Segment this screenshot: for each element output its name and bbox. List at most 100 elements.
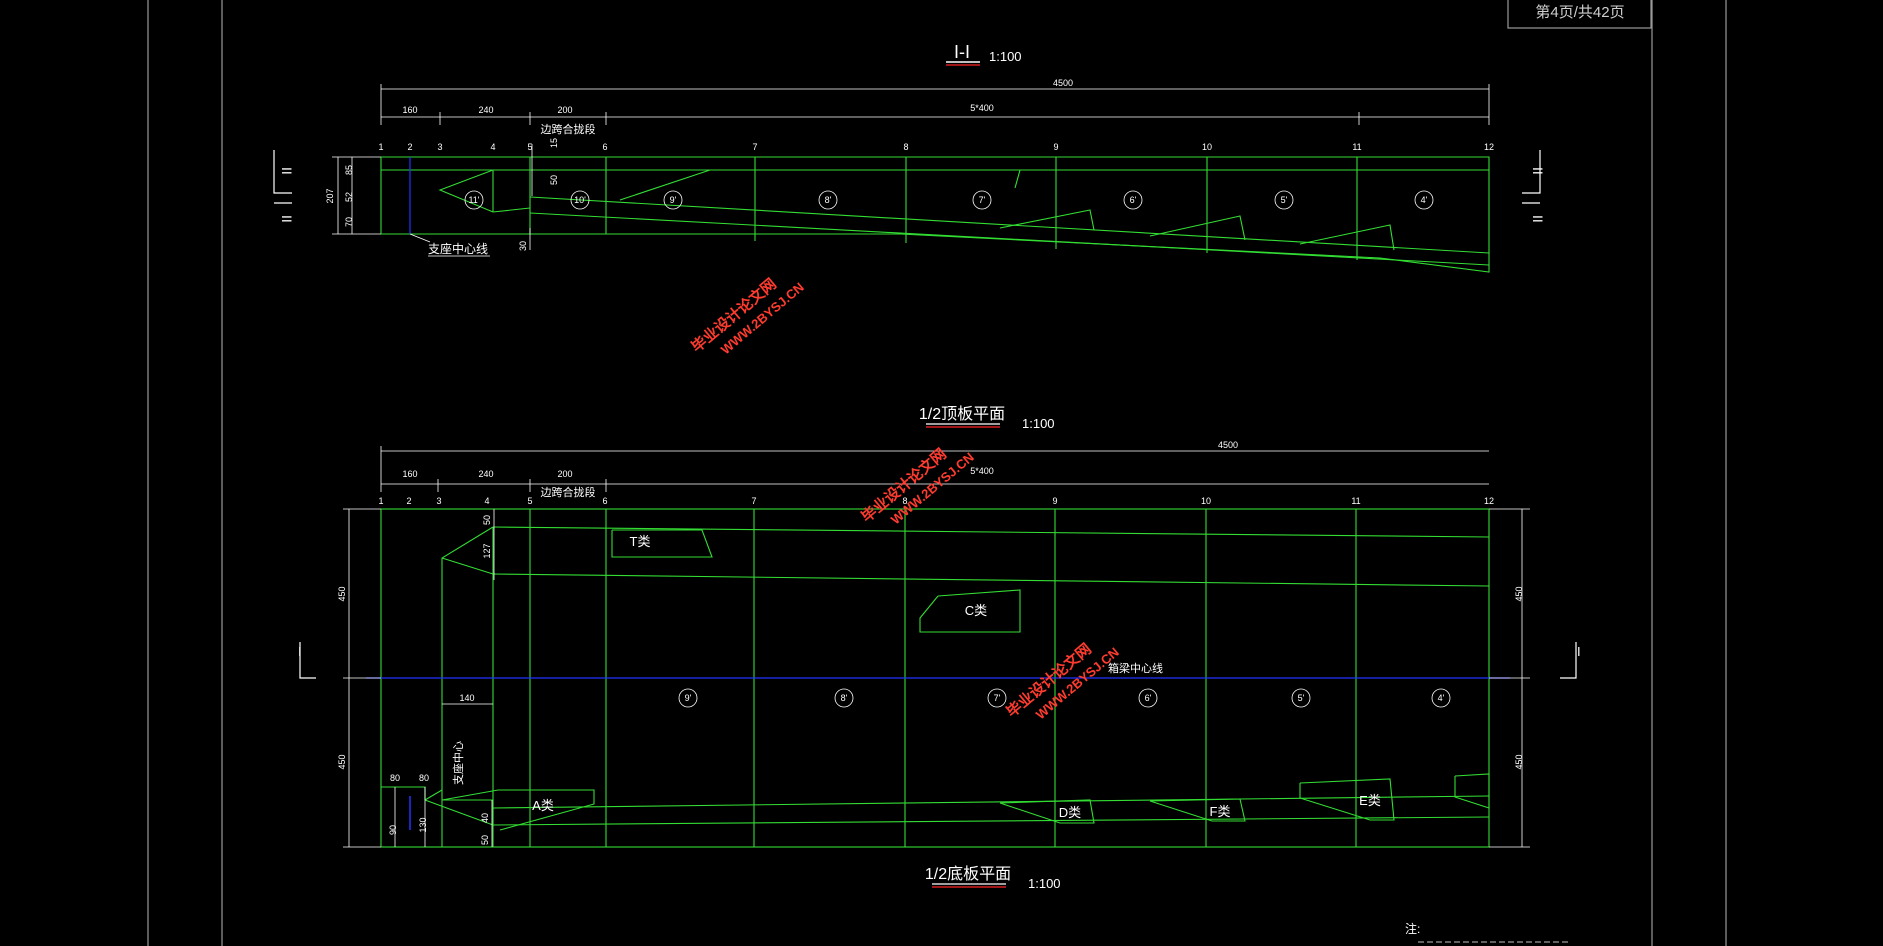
plan-segment-labels: 9' 8' 7' 6' 5' 4' — [685, 693, 1445, 703]
dim-30: 30 — [518, 241, 528, 251]
section-mark-I-right-text: I — [1577, 644, 1581, 659]
centerline-label: 箱梁中心线 — [1108, 661, 1163, 675]
plan-side-dims — [343, 508, 1530, 848]
plan-station-12: 12 — [1484, 496, 1494, 506]
watermark-2: 毕业设计论文网 WWW.2BYSJ.CN — [858, 445, 977, 527]
section-1-segment-labels: 11' 10' 9' 8' 7' 6' 5' 4' — [468, 195, 1427, 205]
plan-station-2: 2 — [406, 496, 411, 506]
dim-130: 130 — [418, 817, 428, 832]
plan-segment-7: 7' — [994, 693, 1001, 703]
segment-5: 5' — [1281, 195, 1288, 205]
plan-dim-160: 160 — [402, 469, 417, 479]
section-1-title: I-I 1:100 — [946, 42, 1022, 66]
section-mark-right-top: II — [1530, 167, 1546, 175]
dim-90: 90 — [388, 825, 398, 835]
dim-200: 200 — [557, 105, 572, 115]
dim-140: 140 — [459, 693, 474, 703]
plan-station-3: 3 — [436, 496, 441, 506]
section-1-left-dims — [332, 144, 533, 250]
bottom-plan-scale: 1:100 — [1028, 876, 1061, 891]
section-mark-I-left-text: I — [298, 644, 302, 659]
dim-127: 127 — [482, 543, 492, 558]
section-mark-II-left: II II — [273, 150, 295, 223]
section-1-label: I-I — [954, 42, 970, 62]
plan-station-5: 5 — [527, 496, 532, 506]
plan-segment-markers — [678, 688, 1451, 708]
plan-dim-overall: 4500 — [1218, 440, 1238, 450]
station-11: 11 — [1352, 142, 1361, 152]
plan-station-7: 7 — [751, 496, 756, 506]
type-a: A类 — [532, 798, 554, 813]
plan-station-10: 10 — [1201, 496, 1211, 506]
plan-closure-label: 边跨合拢段 — [541, 485, 596, 499]
plan-station-1: 1 — [378, 496, 383, 506]
segment-9: 9' — [670, 195, 677, 205]
section-1-dimensions — [380, 84, 1490, 125]
plan-segment-9: 9' — [685, 693, 692, 703]
dim-240: 240 — [478, 105, 493, 115]
segment-10: 10' — [574, 195, 586, 205]
station-9: 9 — [1053, 142, 1058, 152]
plan-station-6: 6 — [602, 496, 607, 506]
top-plan-scale: 1:100 — [1022, 416, 1055, 431]
plan-segment-4: 4' — [1438, 693, 1445, 703]
watermark-3: 毕业设计论文网 WWW.2BYSJ.CN — [1003, 640, 1122, 722]
dim-160: 160 — [402, 105, 417, 115]
plan-segment-5: 5' — [1298, 693, 1305, 703]
station-12: 12 — [1484, 142, 1494, 152]
dim-450-left-top: 450 — [337, 586, 347, 601]
bearing-center-label: 支座中心 — [451, 741, 465, 785]
plan-station-11: 11 — [1351, 496, 1360, 506]
plan-station-8: 8 — [902, 496, 907, 506]
station-7: 7 — [752, 142, 757, 152]
dim-50-bottom: 50 — [480, 835, 490, 845]
section-1-dim-text: 4500 160 240 200 5*400 边跨合拢段 — [402, 78, 1073, 136]
bottom-plan-label: 1/2底板平面 — [925, 865, 1011, 883]
dim-207: 207 — [325, 188, 335, 203]
section-mark-II-right: II II — [1522, 150, 1546, 223]
watermark-1: 毕业设计论文网 WWW.2BYSJ.CN — [688, 275, 807, 357]
note-label: 注: — [1405, 921, 1420, 936]
section-1-scale: 1:100 — [989, 49, 1022, 64]
segment-6: 6' — [1130, 195, 1137, 205]
plan-dimensions — [380, 446, 1489, 492]
section-1-left-dim-text: 207 85 52 70 15 50 30 — [325, 138, 559, 251]
type-e: E类 — [1359, 793, 1381, 808]
plan-stations: 1 2 3 4 5 6 7 8 9 10 11 12 — [378, 496, 1494, 506]
bottom-plan-title: 1/2底板平面 1:100 — [925, 865, 1061, 891]
plan-dim-5x400: 5*400 — [970, 466, 994, 476]
dim-52: 52 — [344, 192, 354, 202]
plan-dim-text: 4500 160 240 200 5*400 边跨合拢段 — [402, 440, 1238, 499]
section-1-segment-markers — [464, 190, 1434, 210]
plan-side-dim-text: 450 450 50 127 140 80 80 90 130 40 50 45… — [337, 515, 1524, 845]
segment-7: 7' — [979, 195, 986, 205]
type-f: F类 — [1210, 804, 1231, 819]
section-1-girder — [380, 156, 1490, 273]
plan-segment-6: 6' — [1145, 693, 1152, 703]
plan-dim-200: 200 — [557, 469, 572, 479]
dim-80-b: 80 — [419, 773, 429, 783]
station-3: 3 — [437, 142, 442, 152]
dim-5x400: 5*400 — [970, 103, 994, 113]
bearing-label-1: 支座中心线 — [428, 241, 488, 256]
segment-4: 4' — [1421, 195, 1428, 205]
plan-dim-240: 240 — [478, 469, 493, 479]
dim-15: 15 — [549, 138, 559, 148]
section-mark-left-bottom: II — [279, 215, 295, 223]
station-10: 10 — [1202, 142, 1212, 152]
type-d: D类 — [1059, 805, 1081, 820]
station-2: 2 — [407, 142, 412, 152]
plan-station-9: 9 — [1052, 496, 1057, 506]
drawing-frame — [147, 0, 1727, 946]
dim-40: 40 — [480, 813, 490, 823]
plan-type-labels: T类 C类 A类 D类 F类 E类 — [532, 534, 1381, 820]
section-mark-I-right: I — [1560, 642, 1581, 679]
dim-450-right-top: 450 — [1514, 586, 1524, 601]
station-8: 8 — [903, 142, 908, 152]
title-block: 第4页/共42页 — [1507, 0, 1652, 29]
station-1: 1 — [378, 142, 383, 152]
dim-80-a: 80 — [390, 773, 400, 783]
type-t: T类 — [630, 534, 651, 549]
plan-station-4: 4 — [484, 496, 489, 506]
